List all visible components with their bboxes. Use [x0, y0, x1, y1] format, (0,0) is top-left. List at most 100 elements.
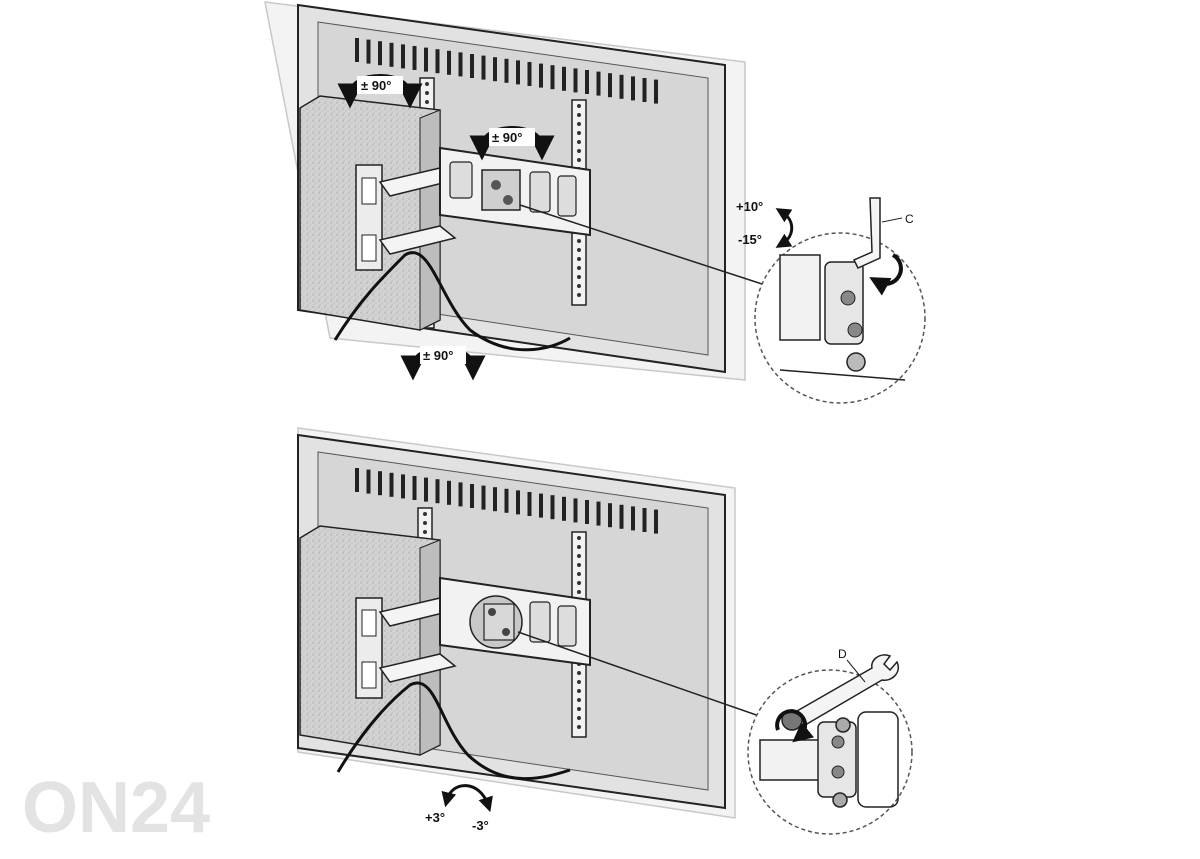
vent-slot: [596, 71, 601, 96]
detail-magnifier-c: [754, 197, 926, 404]
rail-hole: [577, 590, 581, 594]
vent-slot: [631, 76, 635, 101]
tilt-down-label: -15°: [738, 232, 762, 247]
tv-vents-bottom: [355, 468, 658, 534]
vent-slot: [481, 485, 486, 510]
tilt-bolt: [488, 608, 496, 616]
wall-plate-slot: [361, 609, 377, 637]
figure-top: C +10° -15° ± 90° ± 90° ± 90°: [264, 1, 926, 404]
callout-letter-d: D: [838, 647, 847, 661]
rail-hole: [577, 581, 581, 585]
vent-slot: [401, 474, 405, 499]
vent-slot: [619, 74, 624, 99]
rail-hole: [577, 671, 581, 675]
rail-hole: [577, 545, 581, 549]
bracket-cutout: [449, 161, 473, 199]
vent-slot: [424, 477, 428, 502]
rotation-arm-label: ± 90°: [492, 130, 522, 145]
rotation-arrow-bottom: ± 90°: [400, 346, 486, 381]
vent-slot: [654, 509, 658, 534]
rail-hole: [425, 82, 429, 86]
vent-slot: [435, 49, 440, 74]
mount-arm-lower: [378, 225, 457, 255]
wall-block-side: [419, 539, 441, 756]
vent-slot: [458, 482, 463, 507]
rail-hole: [577, 122, 581, 126]
vent-slot: [516, 60, 520, 85]
vent-slot: [642, 508, 647, 532]
vent-slot: [585, 500, 589, 524]
bracket-cutout: [557, 605, 577, 647]
vent-slot: [516, 490, 520, 515]
vent-slot: [424, 47, 428, 72]
cable: [336, 681, 571, 781]
rail-hole: [577, 158, 581, 162]
vent-slot: [596, 501, 601, 526]
vent-slot: [550, 65, 555, 90]
rail-hole: [577, 104, 581, 108]
vent-slot: [608, 73, 612, 98]
vent-slot: [389, 42, 394, 67]
tilt-head: [481, 169, 521, 211]
rail-hole: [577, 149, 581, 153]
vent-slot: [550, 495, 555, 520]
vent-slot: [447, 480, 451, 505]
rail-hole: [577, 131, 581, 135]
rail-hole: [577, 689, 581, 693]
wall-plate-slot: [361, 177, 377, 205]
vent-slot: [585, 70, 589, 94]
rotation-arrow-arm: ± 90°: [469, 126, 555, 161]
rail-hole: [577, 563, 581, 567]
wrench-icon: [788, 654, 899, 729]
vent-slot: [573, 68, 578, 93]
rotation-wall-label: ± 90°: [361, 78, 391, 93]
detail-magnifier-d: [747, 654, 913, 835]
vent-slot: [366, 39, 371, 64]
vent-slot: [527, 492, 532, 516]
rail-hole: [577, 266, 581, 270]
tilt-bolt: [491, 180, 501, 190]
vent-slot: [539, 493, 543, 518]
wall-plate-slot: [361, 661, 377, 689]
rail-hole: [577, 572, 581, 576]
bracket-cutout: [557, 175, 577, 217]
rail-hole: [423, 521, 427, 525]
vent-slot: [654, 79, 658, 104]
vent-slot: [355, 468, 359, 492]
vent-slot: [562, 496, 566, 521]
rotate-arrow-icon: [869, 253, 903, 296]
level-minus-label: -3°: [472, 818, 489, 833]
leader-line: [519, 204, 766, 286]
vent-slot: [608, 503, 612, 528]
tilt-bolt: [502, 628, 510, 636]
rail-hole: [423, 530, 427, 534]
vent-slot: [573, 498, 578, 523]
vent-slot: [412, 476, 417, 500]
callout-letter-c: C: [905, 212, 914, 226]
vent-slot: [619, 504, 624, 529]
vent-slot: [401, 44, 405, 69]
vent-slot: [493, 57, 497, 82]
rail-hole: [577, 275, 581, 279]
vent-slot: [631, 506, 635, 531]
rotation-bottom-label: ± 90°: [423, 348, 453, 363]
rail-hole: [577, 257, 581, 261]
vent-slot: [378, 41, 382, 66]
cable: [333, 251, 571, 352]
tv-vents-top: [355, 38, 658, 104]
vent-slot: [378, 471, 382, 496]
hex-key-icon: [852, 197, 881, 269]
vent-slot: [562, 66, 566, 91]
vent-slot: [504, 58, 509, 83]
rail-hole: [577, 536, 581, 540]
vent-slot: [527, 62, 532, 86]
leader-line: [517, 631, 766, 719]
rail-hole: [577, 707, 581, 711]
wall-block-side: [419, 109, 441, 331]
vent-slot: [389, 472, 394, 497]
vent-slot: [355, 38, 359, 62]
rail-hole: [577, 725, 581, 729]
rail-hole: [577, 554, 581, 558]
vent-slot: [539, 63, 543, 88]
